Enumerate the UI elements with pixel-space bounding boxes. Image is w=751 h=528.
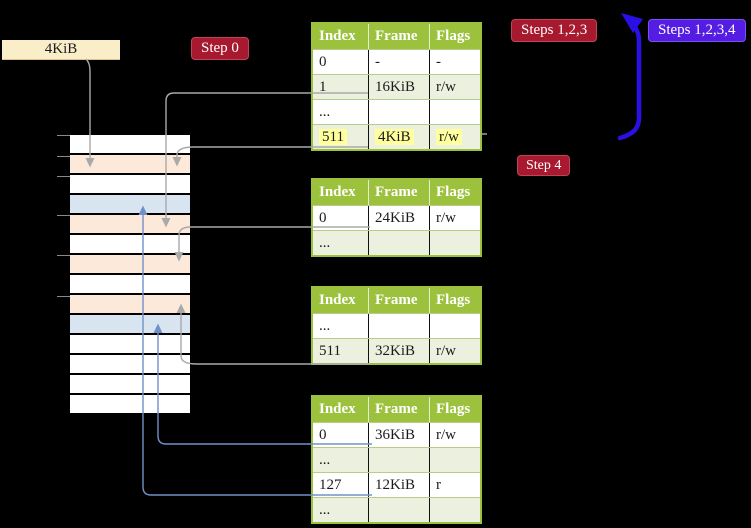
- badge-steps-1-2-3: Steps 1,2,3: [511, 19, 598, 42]
- table-cell: r/w: [436, 79, 456, 95]
- table-cell: 0: [313, 50, 369, 74]
- table-cell: [369, 314, 430, 338]
- header-cell: Frame: [369, 288, 430, 313]
- physical-memory-column: [70, 135, 190, 415]
- header-cell: Frame: [369, 180, 430, 205]
- memory-row-white: [70, 355, 190, 373]
- memory-row-white: [70, 395, 190, 413]
- header-cell: Frame: [369, 397, 430, 422]
- table-cell: [430, 498, 480, 522]
- table-cell: [430, 100, 480, 124]
- badge-step-4: Step 4: [517, 155, 571, 176]
- memory-row-peach: [70, 215, 190, 233]
- memory-tick: [57, 215, 70, 216]
- table-cell: 36KiB: [369, 423, 430, 447]
- table-cell: 32KiB: [369, 339, 430, 363]
- table-cell: r/w: [436, 427, 456, 443]
- table-row: ...: [313, 313, 480, 338]
- memory-tick: [57, 255, 70, 256]
- header-cell: Flags: [436, 401, 471, 417]
- table-cell: 511: [313, 339, 369, 363]
- recursive-loop-arrowhead: [621, 13, 643, 33]
- memory-row-blue: [70, 315, 190, 333]
- header-cell: Index: [313, 180, 369, 205]
- header-cell: Index: [313, 24, 369, 49]
- header-cell: Index: [313, 397, 369, 422]
- header-cell: Flags: [436, 28, 471, 44]
- frame-size-label: 4KiB: [2, 40, 120, 60]
- table-cell: ...: [313, 498, 369, 522]
- memory-tick: [57, 135, 70, 136]
- table-cell: 0: [313, 206, 369, 230]
- memory-row-peach: [70, 295, 190, 313]
- table-cell: 0: [313, 423, 369, 447]
- table-cell: ...: [313, 231, 369, 255]
- memory-tick: [57, 176, 70, 177]
- memory-row-white: [70, 235, 190, 253]
- table-cell: -: [436, 54, 441, 70]
- table-cell: [369, 448, 430, 472]
- table-cell: [430, 448, 480, 472]
- table-cell: 12KiB: [369, 473, 430, 497]
- table-cell: r/w: [430, 125, 480, 149]
- memory-row-white: [70, 335, 190, 353]
- header-cell: Flags: [436, 292, 471, 308]
- table-cell: [430, 314, 480, 338]
- table-cell: r: [436, 477, 441, 493]
- table-cell: -: [369, 50, 430, 74]
- memory-row-peach: [70, 255, 190, 273]
- memory-tick: [57, 156, 70, 157]
- table-cell: r/w: [436, 343, 456, 359]
- table-row: ...: [313, 99, 480, 124]
- table-cell: 16KiB: [369, 75, 430, 99]
- table-cell: 511: [313, 125, 369, 149]
- table-cell: ...: [313, 314, 369, 338]
- table-row: ...: [313, 230, 480, 255]
- memory-row-white: [70, 375, 190, 393]
- table-cell: 4KiB: [369, 125, 430, 149]
- memory-tick: [57, 296, 70, 297]
- table-cell: [369, 100, 430, 124]
- badge-step-0: Step 0: [191, 37, 249, 60]
- table-cell: ...: [313, 100, 369, 124]
- table-cell: [369, 498, 430, 522]
- memory-row-white: [70, 175, 190, 193]
- recursive-loop-arrow: [617, 21, 642, 141]
- table-cell: ...: [313, 448, 369, 472]
- header-cell: Index: [313, 288, 369, 313]
- header-cell: Frame: [369, 24, 430, 49]
- table-cell: 127: [313, 473, 369, 497]
- table-cell: [430, 231, 480, 255]
- memory-row-white: [70, 275, 190, 293]
- table-row: 0--: [313, 49, 480, 74]
- memory-row-blue: [70, 195, 190, 213]
- table-row: ...: [313, 497, 480, 522]
- table-cell: r/w: [436, 210, 456, 226]
- table-cell: [369, 231, 430, 255]
- header-cell: Flags: [436, 184, 471, 200]
- badge-steps-1-2-3-4: Steps 1,2,3,4: [648, 19, 746, 42]
- table-cell: 1: [313, 75, 369, 99]
- table-cell: 24KiB: [369, 206, 430, 230]
- memory-row-white: [70, 135, 190, 153]
- table-row: ...: [313, 447, 480, 472]
- memory-row-peach: [70, 155, 190, 173]
